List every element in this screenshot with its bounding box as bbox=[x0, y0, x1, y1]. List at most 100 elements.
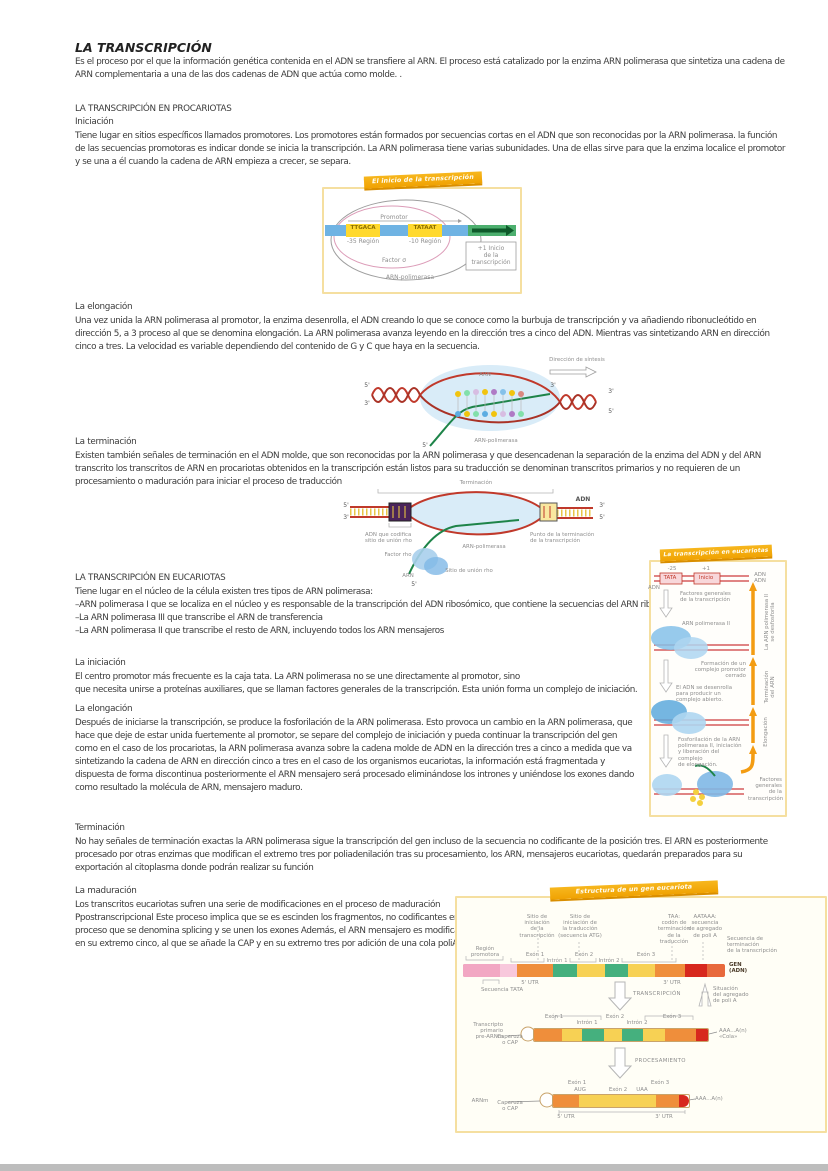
promoter-diagram-graphic bbox=[325, 199, 517, 281]
label-step-factores-2: Factores generales de la transcripción bbox=[748, 777, 784, 802]
heading-procariotas: LA TRANSCRIPCIÓN EN PROCARIOTAS bbox=[75, 104, 232, 114]
label-arn-polimerasa: ARN-polimerasa bbox=[462, 544, 506, 550]
label-5prime-left: 5' bbox=[343, 502, 349, 509]
segment-intron1 bbox=[553, 964, 577, 977]
label-5prime-right-bottom: 5' bbox=[608, 408, 614, 415]
label-intron1-gen: Intrón 1 bbox=[546, 958, 568, 964]
label-procesamiento: PROCESAMIENTO bbox=[635, 1058, 686, 1064]
heading-iniciacion-1: Iniciación bbox=[75, 117, 114, 127]
list-item-polimerasa-3: –La ARN polimerasa II que transcribe el … bbox=[75, 626, 444, 636]
list-item-polimerasa-1: –ARN polimerasa I que se localiza en el … bbox=[75, 600, 685, 610]
paragraph-terminacion-2: No hay señales de terminación exactas la… bbox=[75, 837, 768, 873]
label-transcripcion: TRANSCRIPCIÓN bbox=[633, 991, 681, 997]
label-inicio-transcripcion: +1 Inicio de la transcripción bbox=[471, 245, 511, 266]
heading-terminacion-1: La terminación bbox=[75, 437, 137, 447]
arnm-exon2 bbox=[579, 1095, 656, 1107]
label-exon3-arnm: Exón 3 bbox=[650, 1080, 670, 1086]
paragraph-maduracion: Los transcritos eucariotas sufren una se… bbox=[75, 900, 472, 949]
label-3utr-gen: 3' UTR bbox=[663, 980, 681, 986]
page-title: LA TRANSCRIPCIÓN bbox=[75, 40, 212, 55]
segment-exon2 bbox=[577, 964, 605, 977]
list-item-polimerasa-2: –La ARN polimerasa III que transcribe el… bbox=[75, 613, 323, 623]
diagram-frame bbox=[455, 896, 827, 1133]
heading-maduracion: La maduración bbox=[75, 886, 137, 896]
label-adn-codifica-rho: ADN que codifica sitio de unión rho bbox=[365, 532, 412, 545]
label-3utr-arnm: 3' UTR bbox=[655, 1114, 673, 1120]
pre-tail bbox=[696, 1029, 708, 1041]
arnm-tail bbox=[679, 1095, 689, 1107]
label-adn-left: ADN bbox=[648, 585, 660, 591]
pre-exon1b bbox=[562, 1029, 582, 1041]
diagram-transcripcion-eucariotas: La transcripción en eucariotas bbox=[648, 544, 788, 817]
label-fosforilacion: Fosforilación de la ARN polimerasa II, i… bbox=[678, 737, 742, 768]
pre-arnm-bar bbox=[533, 1028, 709, 1042]
label-exon3-gen: Exón 3 bbox=[636, 952, 656, 958]
label-exon2-arnm: Exón 2 bbox=[608, 1087, 628, 1093]
label-side-elongacion: Elongación bbox=[762, 717, 769, 747]
label-secuencia-terminacion: Secuencia de terminación de la transcrip… bbox=[727, 936, 778, 955]
label-secuencia-tata: Secuencia TATA bbox=[480, 987, 524, 993]
label-3prime-rna: 3' bbox=[550, 382, 556, 389]
paragraph-elongacion-1: Una vez unida la ARN polimerasa al promo… bbox=[75, 316, 770, 352]
label-exon2-gen: Exón 2 bbox=[574, 952, 594, 958]
label-sequence-tataat: TATAAT bbox=[413, 225, 437, 231]
segment-promotor bbox=[463, 964, 500, 977]
paragraph-eucariotas-intro: Tiene lugar en el núcleo de la célula ex… bbox=[75, 587, 373, 597]
label-sitio-iniciacion-tx: Sitio de iniciación de la transcripción bbox=[519, 914, 555, 939]
label-adn-desenrolla: El ADN se desenrolla para producir un co… bbox=[676, 685, 733, 704]
label-3prime-left-bottom: 3' bbox=[364, 400, 370, 407]
label-5prime-right: 5' bbox=[599, 514, 605, 521]
paragraph-elongacion-2: Después de iniciarse la transcripción, s… bbox=[75, 718, 635, 793]
termination-graphic bbox=[350, 489, 593, 575]
gene-arrows-graphic bbox=[465, 922, 718, 1114]
diagram-terminacion: Terminación bbox=[341, 480, 646, 602]
label-factor-rho: Factor rho bbox=[384, 552, 412, 558]
segment-exon3b bbox=[655, 964, 685, 977]
label-arn-polimerasa: ARN-polimerasa bbox=[385, 274, 435, 281]
label-intron2-gen: Intrón 2 bbox=[598, 958, 620, 964]
pre-exon2 bbox=[604, 1029, 622, 1041]
label-gen-adn: GEN (ADN) bbox=[729, 962, 748, 975]
label-aaa: AAA...A(n) bbox=[695, 1096, 723, 1102]
label-arn: ARN bbox=[479, 372, 491, 378]
pre-exon3a bbox=[643, 1029, 665, 1041]
label-5prime-left-top: 5' bbox=[364, 382, 370, 389]
label-exon1-pre: Exón 1 bbox=[544, 1014, 564, 1020]
label-5prime-rna: 5' bbox=[422, 442, 428, 449]
label-5prime-rna: 5' bbox=[411, 581, 417, 588]
heading-terminacion-2: Terminación bbox=[75, 823, 125, 833]
diagram-burbuja-transcripcion: Dirección de síntesis 5' 3' 3' 5' 3' 5' … bbox=[358, 357, 618, 450]
label-tata: TATA bbox=[663, 575, 677, 581]
diagram-banner: La transcripción en eucariotas bbox=[659, 544, 773, 562]
label-terminacion-title: Terminación bbox=[459, 480, 493, 486]
label-step-factores-1: Factores generales de la transcripción bbox=[680, 591, 731, 604]
heading-elongacion-1: La elongación bbox=[75, 302, 133, 312]
label-intron1-pre: Intrón 1 bbox=[576, 1020, 598, 1026]
label-sequence-ttgaca: TTGACA bbox=[350, 225, 376, 231]
label-sitio-iniciacion-td: Sitio de iniciación de la traducción (se… bbox=[558, 914, 602, 939]
label-direccion-sintesis: Dirección de síntesis bbox=[549, 357, 605, 363]
arnm-bar bbox=[552, 1094, 690, 1108]
segment-exon1 bbox=[517, 964, 553, 977]
label-3prime-right: 3' bbox=[599, 502, 605, 509]
label-3prime-right-top: 3' bbox=[608, 388, 614, 395]
label-arn-polimerasa: ARN-polimerasa bbox=[474, 438, 518, 444]
label-side-terminacion: Terminación del ARN bbox=[763, 670, 776, 704]
diagram-banner: El inicio de la transcripción bbox=[363, 171, 483, 189]
label-adn: ADN bbox=[575, 496, 591, 503]
label-arnm: ARNm bbox=[471, 1098, 489, 1104]
label-inicio: Inicio bbox=[698, 575, 714, 581]
pre-intron1 bbox=[582, 1029, 604, 1041]
label-plus1: +1 bbox=[702, 566, 710, 572]
label-exon1-gen: Exón 1 bbox=[525, 952, 545, 958]
diagram-estructura-gen: Estructura de un gen eucariota Región pr… bbox=[455, 880, 827, 1133]
paragraph-iniciacion-1: Tiene lugar en sitios específicos llamad… bbox=[75, 131, 786, 167]
label-aataaa: AATAAA: secuencia de agregado de poli A bbox=[687, 914, 723, 939]
label-5utr-gen: 5' UTR bbox=[521, 980, 539, 986]
label-arn: ARN bbox=[402, 573, 414, 579]
label-situacion-polia: Situación del agregado de poli A bbox=[713, 986, 749, 1005]
arnm-exon1 bbox=[553, 1095, 579, 1107]
label-3prime-left: 3' bbox=[343, 514, 349, 521]
label-aug: AUG bbox=[574, 1087, 586, 1093]
label-minus25: -25 bbox=[667, 566, 677, 572]
